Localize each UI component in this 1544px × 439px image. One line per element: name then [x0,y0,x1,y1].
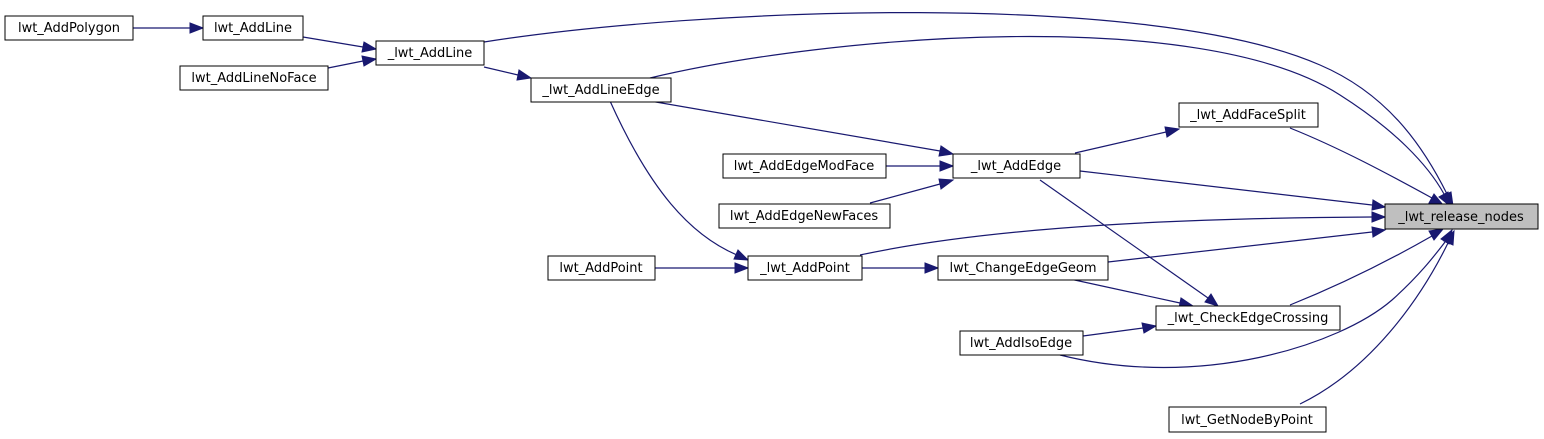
edge-lwt-addlineedge-to-release-nodes [649,35,1451,208]
node-lwt-changeedgegeom[interactable]: lwt_ChangeEdgeGeom [937,255,1109,281]
edge-lwt-addpolygon-to-lwt-addline [133,22,205,34]
node-label: lwt_AddLine [214,21,292,36]
node-underscore-lwt-addlineedge[interactable]: _lwt_AddLineEdge [530,77,672,103]
node-lwt-addedgemodface[interactable]: lwt_AddEdgeModFace [722,153,887,179]
edge-underscore-lwt-addedge-to-checkedgecrossing [1039,179,1220,307]
edge-lwt-addfacesplit-to-release-nodes [1289,127,1445,206]
edge-lwt-addline-to-underscore-lwt-addline [302,36,378,53]
node-label: _lwt_AddLineEdge [541,83,659,98]
node-label: _lwt_AddEdge [970,159,1061,174]
node-label: lwt_AddEdgeNewFaces [730,209,878,224]
edge-lwt-addlineedge-to-underscore-lwt-addpoint [609,100,750,261]
node-lwt-addedgenewfaces[interactable]: lwt_AddEdgeNewFaces [718,203,891,229]
node-label: _lwt_AddPoint [759,261,850,276]
edge-underscore-lwt-addpoint-to-release-nodes [859,211,1387,256]
graph-nodes: lwt_AddPolygon lwt_AddLine lwt_AddLineNo… [4,15,1539,433]
node-lwt-addpoint[interactable]: lwt_AddPoint [547,255,656,281]
edge-checkedgecrossing-to-release-nodes [1289,228,1445,306]
edge-lwt-addisoedge-to-release-nodes [1059,228,1453,369]
node-label: lwt_AddIsoEdge [970,336,1072,351]
node-label: _lwt_AddFaceSplit [1189,108,1306,123]
node-lwt-addlinenoface[interactable]: lwt_AddLineNoFace [179,65,329,91]
node-underscore-lwt-addpoint[interactable]: _lwt_AddPoint [747,255,863,281]
node-underscore-lwt-checkedgecrossing[interactable]: _lwt_CheckEdgeCrossing [1155,305,1341,331]
edge-lwt-changeedgegeom-to-checkedgecrossing [1069,278,1195,309]
node-label: _lwt_AddLine [387,46,473,61]
node-lwt-getnodebypoint[interactable]: lwt_GetNodeByPoint [1168,406,1327,433]
node-label: _lwt_release_nodes [1397,210,1524,225]
edge-lwt-addedgenewfaces-to-underscore-lwt-addedge [869,178,955,204]
node-lwt-addpolygon[interactable]: lwt_AddPolygon [4,15,134,41]
edge-underscore-lwt-addedge-to-release-nodes [1079,170,1387,211]
node-label: lwt_AddEdgeModFace [734,159,875,174]
edge-lwt-changeedgegeom-to-release-nodes [1107,226,1387,263]
node-release-nodes-root[interactable]: _lwt_release_nodes [1384,203,1539,230]
edge-underscore-lwt-addedge-to-lwt-addfacesplit [1074,126,1181,154]
node-lwt-addline[interactable]: lwt_AddLine [202,15,304,41]
edge-lwt-addlinenoface-to-underscore-lwt-addline [327,55,378,69]
node-underscore-lwt-addedge[interactable]: _lwt_AddEdge [952,153,1081,179]
edge-underscore-lwt-addpoint-to-lwt-changeedgegeom [862,262,940,274]
node-underscore-lwt-addfacesplit[interactable]: _lwt_AddFaceSplit [1178,102,1319,128]
edge-lwt-addpoint-to-underscore-lwt-addpoint [655,262,750,274]
node-label: lwt_ChangeEdgeGeom [949,261,1096,276]
node-label: lwt_AddPoint [559,261,642,276]
edge-lwt-getnodebypoint-to-release-nodes [1299,229,1455,405]
node-underscore-lwt-addline[interactable]: _lwt_AddLine [375,40,485,66]
node-label: _lwt_CheckEdgeCrossing [1167,311,1329,326]
node-lwt-addisoedge[interactable]: lwt_AddIsoEdge [959,330,1084,356]
edge-underscore-lwt-addline-to-lwt-addlineedge [483,66,533,81]
node-label: lwt_AddLineNoFace [191,71,316,86]
edge-lwt-addedgemodface-to-underscore-lwt-addedge [885,160,955,172]
edge-lwt-addlineedge-to-underscore-lwt-addedge [649,100,955,157]
node-label: lwt_AddPolygon [18,21,120,36]
node-label: lwt_GetNodeByPoint [1181,413,1313,428]
edge-lwt-addisoedge-to-checkedgecrossing [1082,322,1158,337]
